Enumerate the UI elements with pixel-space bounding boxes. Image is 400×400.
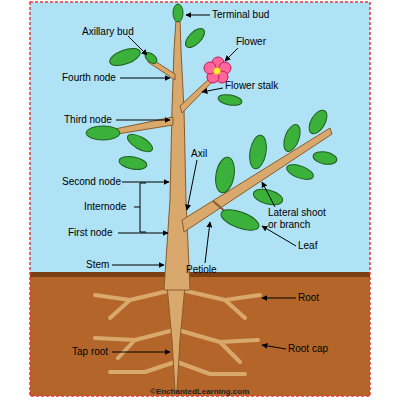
- leaf: [182, 25, 207, 50]
- copyright-notice: ©EnchantedLearning.com: [150, 386, 249, 398]
- leader-arrow: [205, 222, 210, 263]
- leader-arrow: [262, 182, 275, 207]
- soil: [30, 275, 370, 396]
- sky: [30, 2, 370, 275]
- leader-arrow: [116, 120, 170, 121]
- leaf: [108, 45, 143, 69]
- part-label: Leaf: [298, 240, 317, 252]
- leaf: [281, 122, 304, 153]
- part-label: Petiole: [186, 264, 217, 276]
- lateral-root: [110, 362, 175, 372]
- lateral-root: [182, 290, 260, 318]
- part-label: Axillary bud: [82, 26, 134, 38]
- leader-arrow: [120, 78, 170, 79]
- axillary-bud: [143, 50, 159, 65]
- leader-arrow: [122, 182, 169, 183]
- leaf: [285, 162, 315, 183]
- leaf: [252, 186, 285, 207]
- leader-arrow: [187, 160, 197, 210]
- leaf: [118, 155, 148, 172]
- lateral-root: [177, 362, 245, 374]
- part-label: Axil: [191, 148, 207, 160]
- leaf: [125, 131, 155, 155]
- part-label: Root cap: [288, 343, 328, 355]
- leaf: [86, 126, 120, 140]
- leaf: [213, 156, 237, 195]
- leaf: [218, 206, 261, 235]
- part-label: Internode: [84, 201, 126, 213]
- lateral-root: [95, 290, 172, 318]
- part-label: Second node: [62, 176, 121, 188]
- stem: [164, 20, 190, 290]
- leaf: [305, 107, 330, 137]
- flower-center: [214, 68, 221, 75]
- part-label: Tap root: [72, 346, 108, 358]
- part-label: Lateral shoot or branch: [268, 207, 334, 231]
- part-label: Terminal bud: [212, 9, 269, 21]
- leader-arrow: [112, 265, 164, 266]
- part-label: Flower stalk: [225, 80, 278, 92]
- part-label: Third node: [64, 114, 112, 126]
- part-label: First node: [68, 227, 112, 239]
- leaf: [247, 134, 269, 170]
- leader-arrow: [112, 352, 170, 353]
- leader-arrow: [118, 233, 168, 234]
- internode-bracket: [134, 183, 146, 232]
- leaf: [312, 150, 338, 166]
- leader-arrow: [128, 36, 147, 55]
- part-label: Fourth node: [62, 72, 116, 84]
- dashed-border: [30, 2, 370, 396]
- leader-arrow: [262, 298, 296, 299]
- leader-arrow: [262, 345, 286, 349]
- leader-arrow: [202, 88, 223, 92]
- lateral-root: [178, 330, 258, 362]
- terminal-bud: [173, 4, 183, 22]
- part-label: Flower: [236, 36, 266, 48]
- part-label: Root: [298, 292, 319, 304]
- tap-root: [166, 275, 186, 390]
- leader-arrow: [186, 15, 210, 16]
- leader-arrow: [225, 48, 238, 61]
- part-label: Stem: [86, 259, 109, 271]
- leaf: [217, 93, 242, 107]
